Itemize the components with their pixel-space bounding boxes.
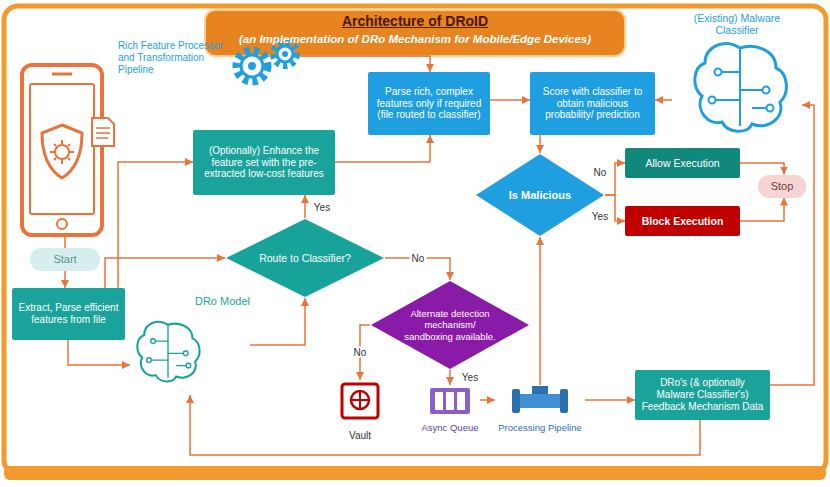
node-text: Start	[35, 253, 95, 266]
queue-icon	[430, 388, 470, 414]
flow-connector	[740, 163, 784, 175]
action-box: Allow Execution	[625, 148, 740, 178]
action-box: Block Execution	[625, 206, 740, 236]
node-text: Allow Execution	[630, 157, 735, 169]
flow-connector	[539, 135, 541, 153]
flow-connector	[449, 370, 451, 385]
flow-connector	[480, 399, 495, 401]
classifier-node: (Existing) Malware Classifier	[672, 12, 802, 140]
decision-diamond: Alternate detection mechanism/ sandboxin…	[370, 280, 530, 370]
node-text: DRo Model	[195, 295, 250, 308]
flow-connector	[490, 99, 530, 101]
decision-diamond: Is Malicious	[475, 153, 605, 237]
edge-label: Yes	[460, 372, 480, 383]
node-text: Block Execution	[630, 215, 735, 227]
node-text: Parse rich, complex features only if req…	[373, 86, 485, 121]
node-text: Score with classifier to obtain maliciou…	[535, 86, 650, 121]
vault-icon	[342, 384, 378, 418]
stop-terminal: Stop	[758, 175, 806, 198]
edge-label: Yes	[312, 202, 332, 213]
vault-node: Vault	[330, 380, 390, 442]
flow-connector	[335, 135, 430, 162]
component-label: Rich Feature Processor and Transformatio…	[118, 40, 236, 76]
process-box: DRo's (& optionally Malware Classifier's…	[635, 370, 770, 420]
edge-label: No	[410, 253, 427, 264]
start-terminal: Start	[30, 248, 100, 271]
node-text: Stop	[763, 180, 801, 193]
flow-connector	[64, 271, 66, 289]
node-text: (Optionally) Enhance the feature set wit…	[198, 145, 330, 180]
phone-icon	[22, 65, 114, 235]
edge-label: No	[352, 347, 369, 358]
flow-connector	[105, 258, 225, 288]
process-box: (Optionally) Enhance the feature set wit…	[193, 130, 335, 195]
flow-connector	[250, 298, 305, 345]
flow-connector	[118, 162, 193, 288]
node-text: DRo's (& optionally Malware Classifier's…	[640, 377, 765, 412]
decision-diamond: Route to Classifier?	[225, 218, 385, 298]
pipeline-node: Processing Pipeline	[495, 385, 585, 433]
flow-connector	[585, 399, 635, 401]
flow-connector	[304, 195, 306, 218]
title-banner	[205, 10, 625, 56]
pipeline-icon	[512, 386, 568, 413]
diamond-shape	[476, 154, 604, 236]
process-box: Extract, Parse efficient features from f…	[12, 288, 125, 340]
diamond-shape	[226, 219, 384, 297]
process-box: Parse rich, complex features only if req…	[368, 72, 490, 135]
edge-label: No	[592, 167, 609, 178]
dro-brain-icon	[137, 322, 199, 382]
node-text: Route to Classifier?	[257, 252, 353, 264]
model-node: DRo Model	[130, 295, 250, 395]
flow-connector	[190, 395, 700, 455]
flow-connector	[740, 198, 784, 222]
flow-connector	[770, 105, 814, 385]
diagram-subtitle: (an Implementation of DRo Mechanism for …	[205, 33, 625, 47]
node-text: Alternate detection mechanism/ sandboxin…	[402, 308, 498, 342]
gears-icon	[237, 43, 296, 81]
node-text: Processing Pipeline	[498, 422, 581, 433]
flow-connector	[655, 99, 672, 101]
diagram-title: Architecture of DRoID	[205, 13, 625, 30]
gears-link	[300, 56, 430, 72]
flow-connector	[539, 237, 541, 385]
flow-connector	[68, 340, 130, 365]
node-text: (Existing) Malware Classifier	[672, 12, 802, 37]
queue-node: Async Queue	[420, 385, 480, 433]
outer-frame	[4, 6, 826, 474]
edge-label: Yes	[590, 211, 610, 222]
diamond-shape	[371, 281, 529, 369]
node-text: Async Queue	[421, 422, 478, 433]
node-text: Extract, Parse efficient features from f…	[17, 302, 120, 326]
bottom-band	[4, 466, 826, 480]
classifier-brain-icon	[695, 44, 787, 132]
phone-link	[64, 235, 66, 248]
process-box: Score with classifier to obtain maliciou…	[530, 72, 655, 135]
node-text: Vault	[349, 430, 371, 442]
node-text: Is Malicious	[501, 189, 579, 202]
